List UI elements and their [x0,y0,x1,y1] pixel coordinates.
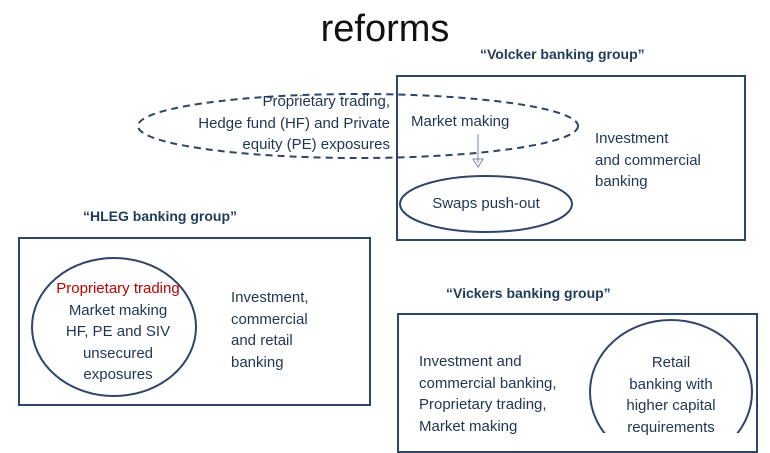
text-line: exposures [83,366,153,383]
text-line: unsecured [82,344,154,362]
text-line: banking with [629,375,713,393]
text-line: higher capital [626,397,716,414]
vickers-circle [589,319,753,433]
volcker-excluded-text: Proprietary trading, Hedge fund (HF) and… [140,91,390,156]
hleg-circle-text: Proprietary trading Market making HF, PE… [32,278,204,386]
text-line: Investment, [231,289,309,306]
slide-title: reforms [320,8,450,50]
hleg-box [18,237,371,406]
text-line: banking [595,173,648,190]
text-line: banking [231,353,284,371]
text-line: Proprietary trading, [262,93,390,110]
vickers-left-text: Investment and commercial banking, Propr… [419,351,557,437]
volcker-label: “Volcker banking group” [480,46,645,62]
text-line: Proprietary trading, [419,396,547,413]
text-line: Market making [68,301,168,319]
text-line: and retail [231,332,293,349]
text-line: and commercial [595,151,701,169]
volcker-box [396,75,746,241]
hleg-core-text: Investment, commercial and retail bankin… [231,287,309,373]
text-line: Retail [651,354,691,371]
text-line: requirements [627,418,715,436]
text-line: Investment and [419,353,522,370]
vickers-label: “Vickers banking group” [446,285,611,301]
text-line: HF, PE and SIV [65,323,171,340]
excluded-activities-dashed-ellipse [137,93,579,159]
swaps-ellipse [399,175,573,233]
text-line: Hedge fund (HF) and Private [198,114,390,132]
swaps-push-out: Swaps push-out [432,195,540,212]
text-line: commercial [231,310,308,328]
text-line-highlight: Proprietary trading [56,280,180,297]
hleg-label: “HLEG banking group” [83,208,237,224]
text-line: Investment [595,130,669,147]
arrow-head-icon [472,158,484,168]
hleg-circle [31,257,197,397]
text-line: equity (PE) exposures [242,136,390,153]
diagram-shapes [31,93,753,433]
volcker-core-text: Investment and commercial banking [595,128,701,193]
vickers-circle-text: Retail banking with higher capital requi… [590,352,752,438]
volcker-market-making: Market making [411,113,510,130]
text-line: Market making [419,417,518,435]
text-line: commercial banking, [419,374,557,392]
